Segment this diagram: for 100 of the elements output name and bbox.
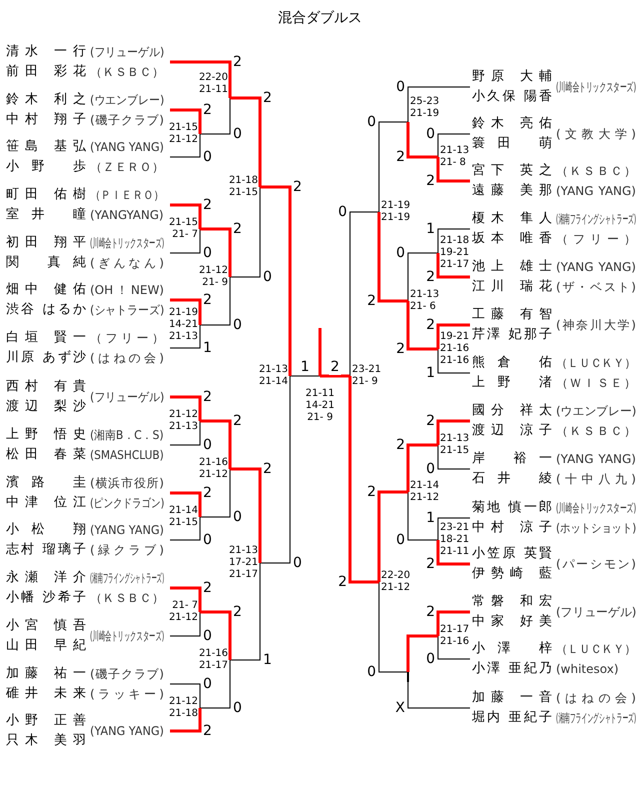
bracket-line xyxy=(170,298,202,325)
bracket-line xyxy=(350,212,380,376)
club-name: (SMASHCLUB) xyxy=(90,447,164,463)
club-name: (OH！NEW) xyxy=(90,282,164,298)
club-name: （ＫＳＢＣ） xyxy=(556,423,636,439)
club-name: (神奈川大学) xyxy=(556,317,636,333)
bracket-line xyxy=(230,562,260,660)
player-name: 工藤 有智 xyxy=(472,306,552,324)
bracket-line xyxy=(348,376,379,584)
bracket-line xyxy=(170,586,202,612)
club-name: (磯子クラブ) xyxy=(90,666,164,682)
player-name: 熊倉 佑 xyxy=(472,354,552,372)
bracket-line xyxy=(200,98,230,134)
club-name: （ＫＳＢＣ） xyxy=(90,590,164,606)
club-name: (ホットショット) xyxy=(556,520,636,536)
player-name: 濱路 圭 xyxy=(6,474,86,492)
player-name: 簑田 萌 xyxy=(472,135,552,153)
game-score: 21- 9 xyxy=(352,376,378,388)
player-name: 畑中 健佑 xyxy=(6,281,86,299)
game-score: 21- 7 xyxy=(172,600,198,612)
game-score: 21-13 xyxy=(410,289,440,301)
player-name: 伊勢崎 藍 xyxy=(472,565,552,583)
club-name: (YANG YANG) xyxy=(556,259,636,275)
player-name: 渡辺 涼子 xyxy=(472,422,552,440)
club-name: (十中八九) xyxy=(556,471,636,487)
club-name: (フリューゲル) xyxy=(556,604,636,620)
bracket-line xyxy=(436,157,470,182)
bracket-line xyxy=(436,420,470,445)
player-name: 小笠原 英賢 xyxy=(472,545,552,563)
game-score: 18-21 xyxy=(440,534,470,546)
bracket-line xyxy=(200,276,230,326)
bracket-line xyxy=(436,610,470,636)
player-name: 坂本 唯香 xyxy=(472,230,552,248)
bracket-line xyxy=(260,186,292,376)
game-score: 21-19 xyxy=(381,200,410,212)
player-name: 川原 あず沙 xyxy=(6,349,86,367)
player-name: 永瀬 洋介 xyxy=(6,569,86,587)
game-score: 21-11 xyxy=(305,388,335,400)
club-name: （ＬＵＣＫＹ） xyxy=(556,641,636,657)
club-name: (whitesox) xyxy=(556,661,620,677)
club-name: (緑クラブ) xyxy=(90,542,164,558)
bracket-line xyxy=(170,708,202,732)
player-name: 國分 祥太 xyxy=(472,402,552,420)
game-score: 21-18 xyxy=(440,235,470,247)
player-name: 江川 瑞花 xyxy=(472,278,552,296)
club-name: (ラッキー) xyxy=(90,686,164,702)
bracket-line xyxy=(170,108,202,134)
game-score: 21-13 xyxy=(258,364,288,376)
player-name: 堀内 亜紀子 xyxy=(472,709,552,727)
club-name: (パーシモン) xyxy=(556,556,636,572)
game-score: 21-19 xyxy=(381,212,410,224)
player-name: 鈴木 亮佑 xyxy=(472,115,552,133)
bracket-line xyxy=(436,540,470,566)
club-name: （フリー） xyxy=(556,231,636,247)
player-name: 小松 翔 xyxy=(6,521,86,539)
bracket-line xyxy=(406,122,438,158)
game-score: 21-16 xyxy=(198,457,228,469)
player-name: 石井 綾 xyxy=(472,470,552,488)
game-score: 21- 8 xyxy=(440,157,466,169)
bracket-line xyxy=(230,468,262,563)
bracket-line xyxy=(170,396,202,421)
game-score: 21- 6 xyxy=(410,301,436,313)
player-name: 野原 大輔 xyxy=(472,68,552,86)
game-score: 21-14 xyxy=(168,505,198,517)
club-name: (ぎんなん) xyxy=(90,255,164,271)
bracket-line xyxy=(378,122,408,212)
club-name: (川崎会トリックスターズ) xyxy=(556,79,636,95)
club-name: （フリー） xyxy=(90,330,164,346)
bracket-line xyxy=(200,610,232,660)
player-name: 志村 瑠璃子 xyxy=(6,541,86,559)
player-name: 小野 歩 xyxy=(6,158,86,176)
player-name: 菊地 慎一郎 xyxy=(472,499,552,517)
bracket-line xyxy=(230,96,262,187)
club-name: (横浜市役所) xyxy=(90,475,164,491)
game-score: 22-20 xyxy=(381,570,410,582)
bracket-line xyxy=(200,660,230,708)
player-name: 町田 佑樹 xyxy=(6,186,86,204)
player-name: 小久保 陽香 xyxy=(472,88,552,106)
bracket-line xyxy=(406,301,438,350)
club-name: （ＬＵＣＫＹ） xyxy=(556,355,636,371)
club-name: (フリューゲル) xyxy=(90,389,164,405)
club-name: (ザ・ベスト) xyxy=(556,279,636,295)
bracket-line xyxy=(378,582,408,672)
player-name: 小澤 亜紀乃 xyxy=(472,660,552,678)
bracket-line xyxy=(170,420,200,446)
player-name: 池上 雄士 xyxy=(472,258,552,276)
game-score: 21-19 xyxy=(168,307,198,319)
player-name: 小澤 梓 xyxy=(472,640,552,658)
player-name: 常磐 和宏 xyxy=(472,593,552,611)
player-name: 上野 悟史 xyxy=(6,426,86,444)
player-name: 加藤 一音 xyxy=(472,689,552,707)
game-score: 23-21 xyxy=(352,364,382,376)
edge-label: 2 xyxy=(329,359,341,375)
game-score: 21-11 xyxy=(198,84,228,96)
bracket-line xyxy=(200,228,232,277)
club-name: (ピンクドラゴン) xyxy=(90,495,164,511)
bracket-line xyxy=(438,348,470,374)
bracket-line xyxy=(438,636,470,660)
bracket-line xyxy=(170,60,232,98)
title: 混合ダブルス xyxy=(278,9,362,28)
